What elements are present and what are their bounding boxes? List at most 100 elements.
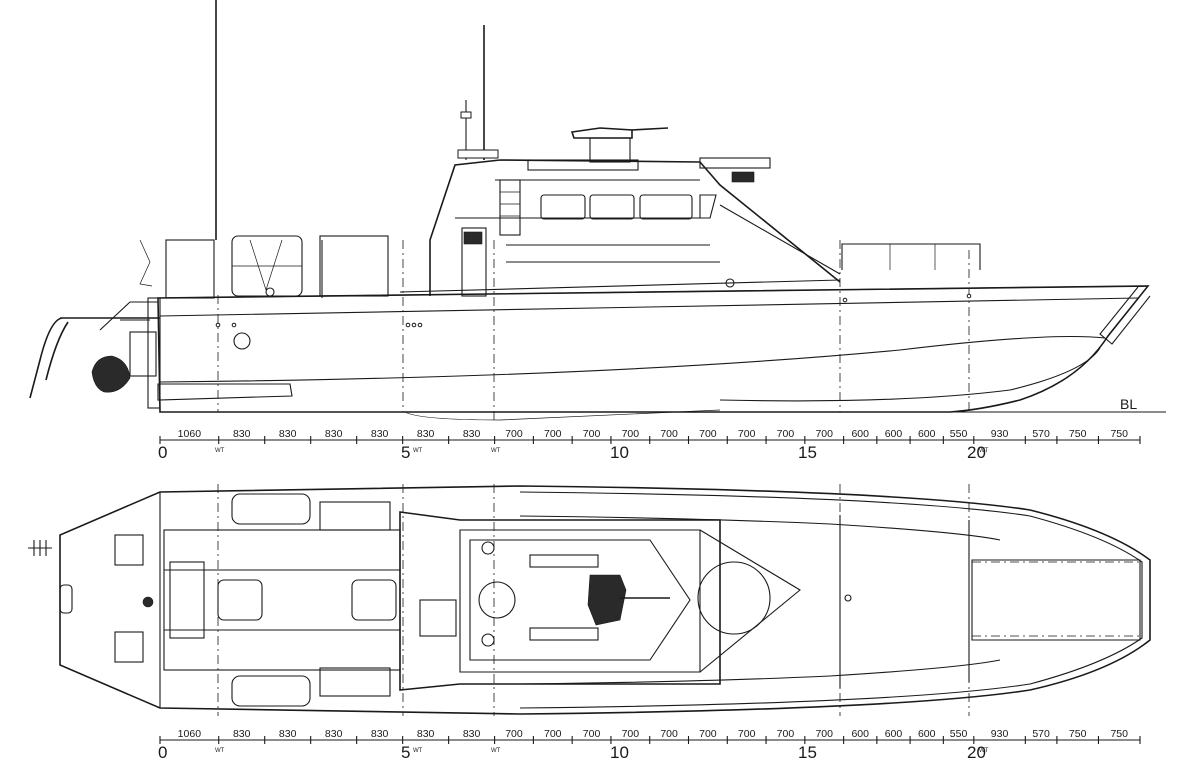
locker-stbd — [319, 667, 391, 697]
hatch-circular — [478, 581, 516, 619]
liferaft-port — [231, 493, 311, 525]
station-number: 15 — [798, 743, 817, 762]
dimension-label: 830 — [279, 728, 297, 740]
cabin-roof-outline — [399, 511, 721, 691]
watertight-mark: WT — [413, 748, 423, 754]
deck-plan-outline — [59, 485, 1151, 715]
station-number: 0 — [158, 443, 167, 462]
waterline-fender — [157, 383, 293, 401]
dimension-label: 600 — [918, 728, 936, 740]
dimension-label: 930 — [991, 428, 1009, 440]
station-number: 5 — [401, 443, 410, 462]
dimension-label: 700 — [583, 728, 601, 740]
hull-outline — [157, 285, 1150, 413]
ladder — [499, 179, 521, 236]
aft-cargo-deck — [163, 529, 401, 671]
window-1 — [540, 194, 586, 220]
watertight-mark: WT — [215, 748, 225, 754]
station-number: 10 — [610, 743, 629, 762]
dimension-label: 700 — [815, 428, 833, 440]
dimension-label: 700 — [505, 428, 523, 440]
dimension-label: 700 — [777, 728, 795, 740]
dimension-label: 1060 — [178, 728, 202, 740]
dimension-label: 830 — [417, 728, 435, 740]
remote-weapon-station — [589, 137, 631, 163]
watertight-mark: WT — [491, 448, 501, 454]
dimension-label: 700 — [622, 728, 640, 740]
dimension-label: 750 — [1110, 428, 1128, 440]
deck-edge-inner — [519, 491, 1143, 709]
window-3 — [639, 194, 693, 220]
window-4 — [699, 194, 717, 219]
bow-deck — [971, 559, 1141, 641]
dimension-label: 600 — [851, 728, 869, 740]
transom — [147, 297, 161, 409]
deck-hatch-aft — [169, 561, 205, 639]
dimension-label: 830 — [371, 428, 389, 440]
gun-barrel — [631, 127, 669, 131]
deck-hatch-stbd — [351, 579, 397, 621]
dimension-label: 830 — [233, 428, 251, 440]
dimension-label: 1060 — [178, 428, 202, 440]
dimension-label: 830 — [371, 728, 389, 740]
dimension-label: 570 — [1032, 728, 1050, 740]
dimension-label: 570 — [1032, 428, 1050, 440]
dimension-label: 830 — [417, 428, 435, 440]
aft-deck-rail — [165, 239, 215, 299]
dimension-label: 700 — [815, 728, 833, 740]
chine-line — [159, 335, 1106, 383]
dimension-label: 700 — [660, 728, 678, 740]
radome — [697, 561, 771, 635]
hull-porthole — [233, 332, 251, 350]
dimension-label: 700 — [505, 728, 523, 740]
radar-array — [699, 157, 771, 169]
dimension-label: 700 — [699, 428, 717, 440]
side-profile-view: BL — [29, 0, 1166, 421]
dimension-label: 750 — [1069, 728, 1087, 740]
dimension-label: 700 — [544, 728, 562, 740]
stern-davit — [29, 317, 160, 399]
liferaft-stbd — [231, 675, 311, 707]
dimension-label: 700 — [777, 428, 795, 440]
bow-stem — [1099, 286, 1151, 345]
stern-antenna-symbol — [28, 540, 52, 556]
dimension-label: 700 — [699, 728, 717, 740]
watertight-mark: WT — [215, 448, 225, 454]
dimension-label: 600 — [851, 428, 869, 440]
deck-locker — [319, 235, 389, 297]
station-number: 5 — [401, 743, 410, 762]
locker-port — [319, 501, 391, 531]
station-number: 15 — [798, 443, 817, 462]
fore-deck-rail — [841, 243, 981, 270]
dimension-label: 930 — [991, 728, 1009, 740]
deck-hatch-port — [217, 579, 263, 621]
station-number: 20 — [967, 443, 986, 462]
rub-rail — [159, 297, 1139, 317]
dimension-label: 550 — [950, 428, 968, 440]
plan-view — [28, 484, 1151, 716]
wheelhouse — [429, 159, 841, 296]
station-number: 10 — [610, 443, 629, 462]
station-number: 20 — [967, 743, 986, 762]
dimension-label: 830 — [279, 428, 297, 440]
dimension-label: 600 — [885, 728, 903, 740]
watertight-mark: WT — [491, 748, 501, 754]
dimension-label: 700 — [544, 428, 562, 440]
dimension-label: 830 — [233, 728, 251, 740]
dimension-label: 700 — [738, 728, 756, 740]
dimension-label: 700 — [583, 428, 601, 440]
dimension-label: 700 — [622, 428, 640, 440]
window-2 — [589, 194, 635, 220]
dimension-label: 830 — [325, 428, 343, 440]
baseline-label: BL — [1120, 396, 1137, 412]
weapon-mount-plan — [587, 574, 627, 626]
dimension-label: 750 — [1069, 428, 1087, 440]
dimension-label: 550 — [950, 728, 968, 740]
dimension-label: 600 — [885, 428, 903, 440]
watertight-mark: WT — [979, 748, 989, 754]
dimension-label: 830 — [463, 728, 481, 740]
watertight-mark: WT — [979, 448, 989, 454]
